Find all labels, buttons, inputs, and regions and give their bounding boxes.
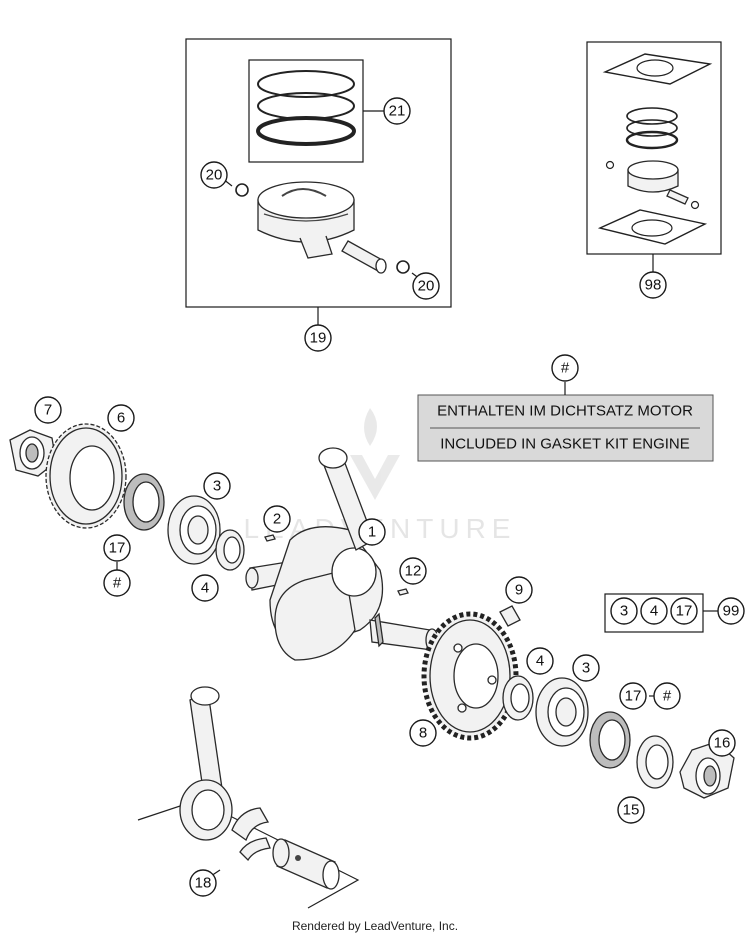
gear-6-icon xyxy=(45,423,127,529)
note-line-german: ENTHALTEN IM DICHTSATZ MOTOR xyxy=(437,403,693,420)
callout-2[interactable]: 2 xyxy=(263,505,291,533)
callout-7[interactable]: 7 xyxy=(34,396,62,424)
svg-text:20: 20 xyxy=(206,167,223,184)
piston-kit-group xyxy=(185,38,452,325)
circlip-icon xyxy=(235,183,249,197)
callout-hash-a[interactable]: # xyxy=(103,569,131,597)
gear-8-icon xyxy=(421,611,519,741)
washer-15-icon xyxy=(636,735,674,789)
callout-99[interactable]: 99 xyxy=(717,597,745,625)
seal-17-right-icon xyxy=(589,711,631,769)
callout-12[interactable]: 12 xyxy=(399,557,427,585)
svg-text:98: 98 xyxy=(645,277,662,294)
svg-text:17: 17 xyxy=(625,688,642,705)
kit-99-item-1[interactable]: 3 xyxy=(610,597,638,625)
svg-text:20: 20 xyxy=(418,278,435,295)
callout-98[interactable]: 98 xyxy=(639,271,667,299)
svg-text:17: 17 xyxy=(676,603,693,620)
rings-small-icon xyxy=(626,107,678,125)
piston-pin-icon xyxy=(341,240,387,274)
piston-rings-icon xyxy=(256,70,356,146)
callout-4a[interactable]: 4 xyxy=(191,574,219,602)
callout-1[interactable]: 1 xyxy=(358,518,386,546)
callout-4b[interactable]: 4 xyxy=(526,647,554,675)
washer-4-right-icon xyxy=(502,675,534,721)
key-12-icon xyxy=(397,588,409,596)
svg-text:19: 19 xyxy=(310,330,327,347)
callout-19[interactable]: 19 xyxy=(304,324,332,352)
base-gasket-icon xyxy=(597,209,708,245)
kit-99-group xyxy=(604,593,718,633)
circlip-icon xyxy=(396,260,410,274)
footer-credit: Rendered by LeadVenture, Inc. xyxy=(292,919,458,933)
svg-text:6: 6 xyxy=(117,410,125,427)
svg-text:#: # xyxy=(561,360,570,377)
top-end-kit-group xyxy=(586,41,722,272)
bearing-3-right-icon xyxy=(535,677,589,747)
svg-text:18: 18 xyxy=(195,875,212,892)
callout-hash-note[interactable]: # xyxy=(551,354,579,382)
svg-text:3: 3 xyxy=(620,603,628,620)
svg-text:3: 3 xyxy=(582,660,590,677)
piston-rings-box xyxy=(248,59,364,163)
svg-text:99: 99 xyxy=(723,603,740,620)
callout-17b[interactable]: 17 xyxy=(619,682,647,710)
callout-3b[interactable]: 3 xyxy=(572,654,600,682)
gasket-kit-note: ENTHALTEN IM DICHTSATZ MOTOR INCLUDED IN… xyxy=(417,382,714,462)
nut-16-icon xyxy=(679,741,735,799)
callout-18[interactable]: 18 xyxy=(189,869,217,897)
key-2-icon xyxy=(264,534,276,542)
note-line-english: INCLUDED IN GASKET KIT ENGINE xyxy=(440,436,690,453)
callout-17a[interactable]: 17 xyxy=(103,534,131,562)
svg-text:1: 1 xyxy=(368,524,376,541)
callout-20b[interactable]: 20 xyxy=(412,272,440,300)
kit-99-item-2[interactable]: 4 xyxy=(640,597,668,625)
washer-4-left-icon xyxy=(215,529,245,571)
svg-text:4: 4 xyxy=(536,653,544,670)
svg-text:9: 9 xyxy=(515,582,523,599)
svg-text:21: 21 xyxy=(389,103,406,120)
svg-text:#: # xyxy=(113,575,122,592)
svg-text:7: 7 xyxy=(44,402,52,419)
svg-text:4: 4 xyxy=(201,580,209,597)
svg-text:8: 8 xyxy=(419,725,427,742)
kit-99-item-3[interactable]: 17 xyxy=(670,597,698,625)
callout-21[interactable]: 21 xyxy=(383,97,411,125)
svg-text:#: # xyxy=(663,688,672,705)
callout-15[interactable]: 15 xyxy=(617,796,645,824)
top-end-kit-box xyxy=(586,41,722,255)
seal-17-icon xyxy=(123,473,165,531)
svg-text:2: 2 xyxy=(273,511,281,528)
dowel-pin-9-icon xyxy=(499,605,521,627)
bearing-3-left-icon xyxy=(167,495,221,565)
callout-8[interactable]: 8 xyxy=(409,719,437,747)
svg-text:16: 16 xyxy=(714,735,731,752)
callout-hash-b[interactable]: # xyxy=(653,682,681,710)
callout-3a[interactable]: 3 xyxy=(203,472,231,500)
svg-text:12: 12 xyxy=(405,563,422,580)
head-gasket-icon xyxy=(602,53,713,85)
callout-16[interactable]: 16 xyxy=(708,729,736,757)
connecting-rod-kit-icon xyxy=(137,686,360,909)
callout-9[interactable]: 9 xyxy=(505,576,533,604)
svg-text:4: 4 xyxy=(650,603,658,620)
piston-icon xyxy=(257,181,355,259)
callout-20a[interactable]: 20 xyxy=(200,161,228,189)
callout-6[interactable]: 6 xyxy=(107,404,135,432)
svg-text:17: 17 xyxy=(109,540,126,557)
svg-text:15: 15 xyxy=(623,802,640,819)
crankshaft-icon xyxy=(245,447,439,661)
kit-99-box xyxy=(604,593,704,633)
svg-text:3: 3 xyxy=(213,478,221,495)
